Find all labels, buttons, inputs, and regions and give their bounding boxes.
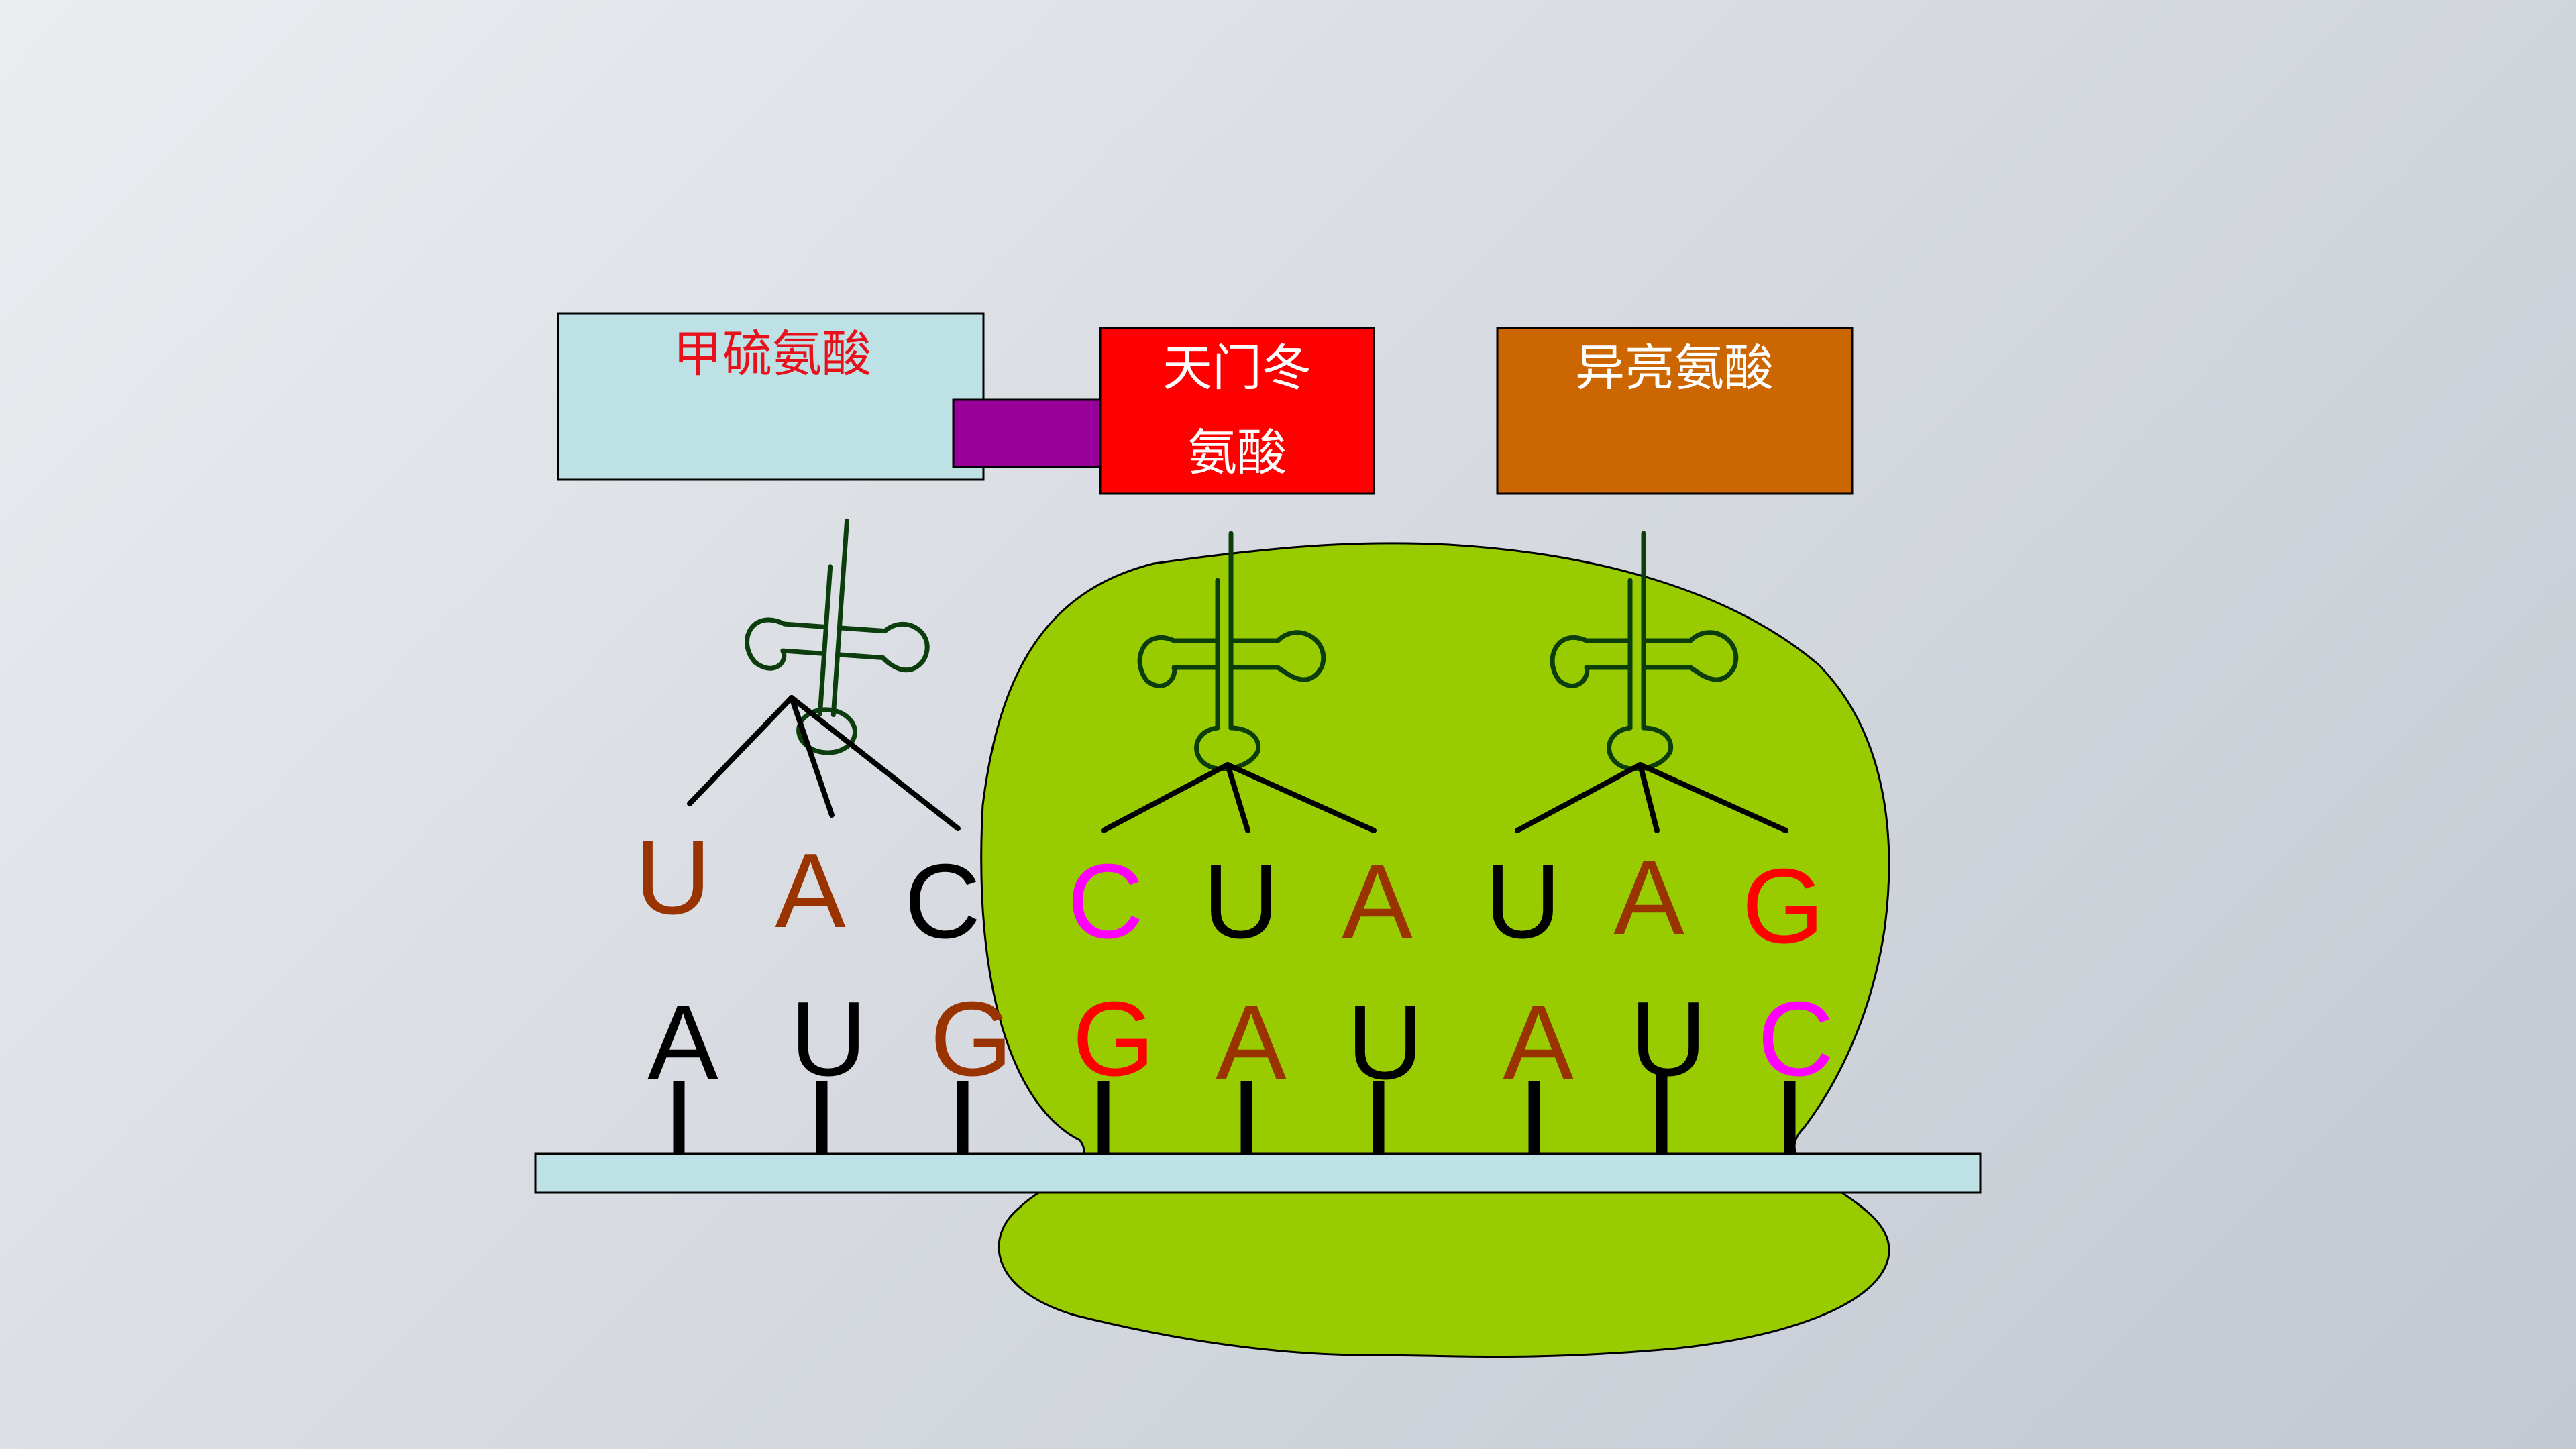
trna-1-leg-left	[687, 695, 794, 806]
anticodon-base: G	[1742, 847, 1825, 965]
codon-base: C	[1758, 980, 1834, 1098]
trna-3	[1550, 531, 1738, 771]
amino-acid-label-aspartic-line2: 氨酸	[1187, 424, 1287, 482]
trna-1-leg-right	[789, 695, 961, 831]
codon-base: G	[1073, 980, 1155, 1098]
anticodon-base: A	[1342, 843, 1413, 961]
amino-acid-box-aspartic-acid	[1099, 327, 1375, 495]
peptide-bond	[952, 398, 1104, 468]
codon-base: U	[1347, 983, 1424, 1102]
amino-acid-box-isoleucine	[1496, 327, 1854, 495]
trna-1	[745, 518, 930, 755]
trna-2	[1137, 531, 1326, 771]
mrna-strand	[534, 1152, 1982, 1194]
anticodon-base: C	[1067, 843, 1144, 961]
anticodon-base: U	[635, 818, 711, 936]
trna-2-leg-mid	[1225, 762, 1250, 833]
codon-base: G	[930, 980, 1013, 1098]
amino-acid-box-methionine	[557, 312, 985, 481]
anticodon-base: U	[1203, 843, 1279, 961]
anticodon-base: U	[1485, 843, 1561, 961]
codon-base: U	[790, 980, 867, 1098]
anticodon-base: A	[775, 832, 846, 950]
trna-2-leg-right	[1225, 762, 1377, 833]
amino-acid-label-methionine: 甲硫氨酸	[673, 325, 871, 383]
trna-2-leg-left	[1101, 762, 1230, 833]
trna-3-leg-right	[1638, 762, 1788, 833]
anticodon-base: A	[1613, 839, 1684, 957]
amino-acid-label-aspartic-line1: 天门冬	[1163, 339, 1311, 397]
trna-3-leg-left	[1515, 762, 1643, 833]
anticodon-base: C	[904, 843, 981, 961]
trna-3-leg-mid	[1638, 762, 1660, 833]
codon-base: U	[1630, 980, 1707, 1098]
trna-1-leg-mid	[789, 695, 835, 818]
amino-acid-label-isoleucine: 异亮氨酸	[1575, 339, 1774, 397]
